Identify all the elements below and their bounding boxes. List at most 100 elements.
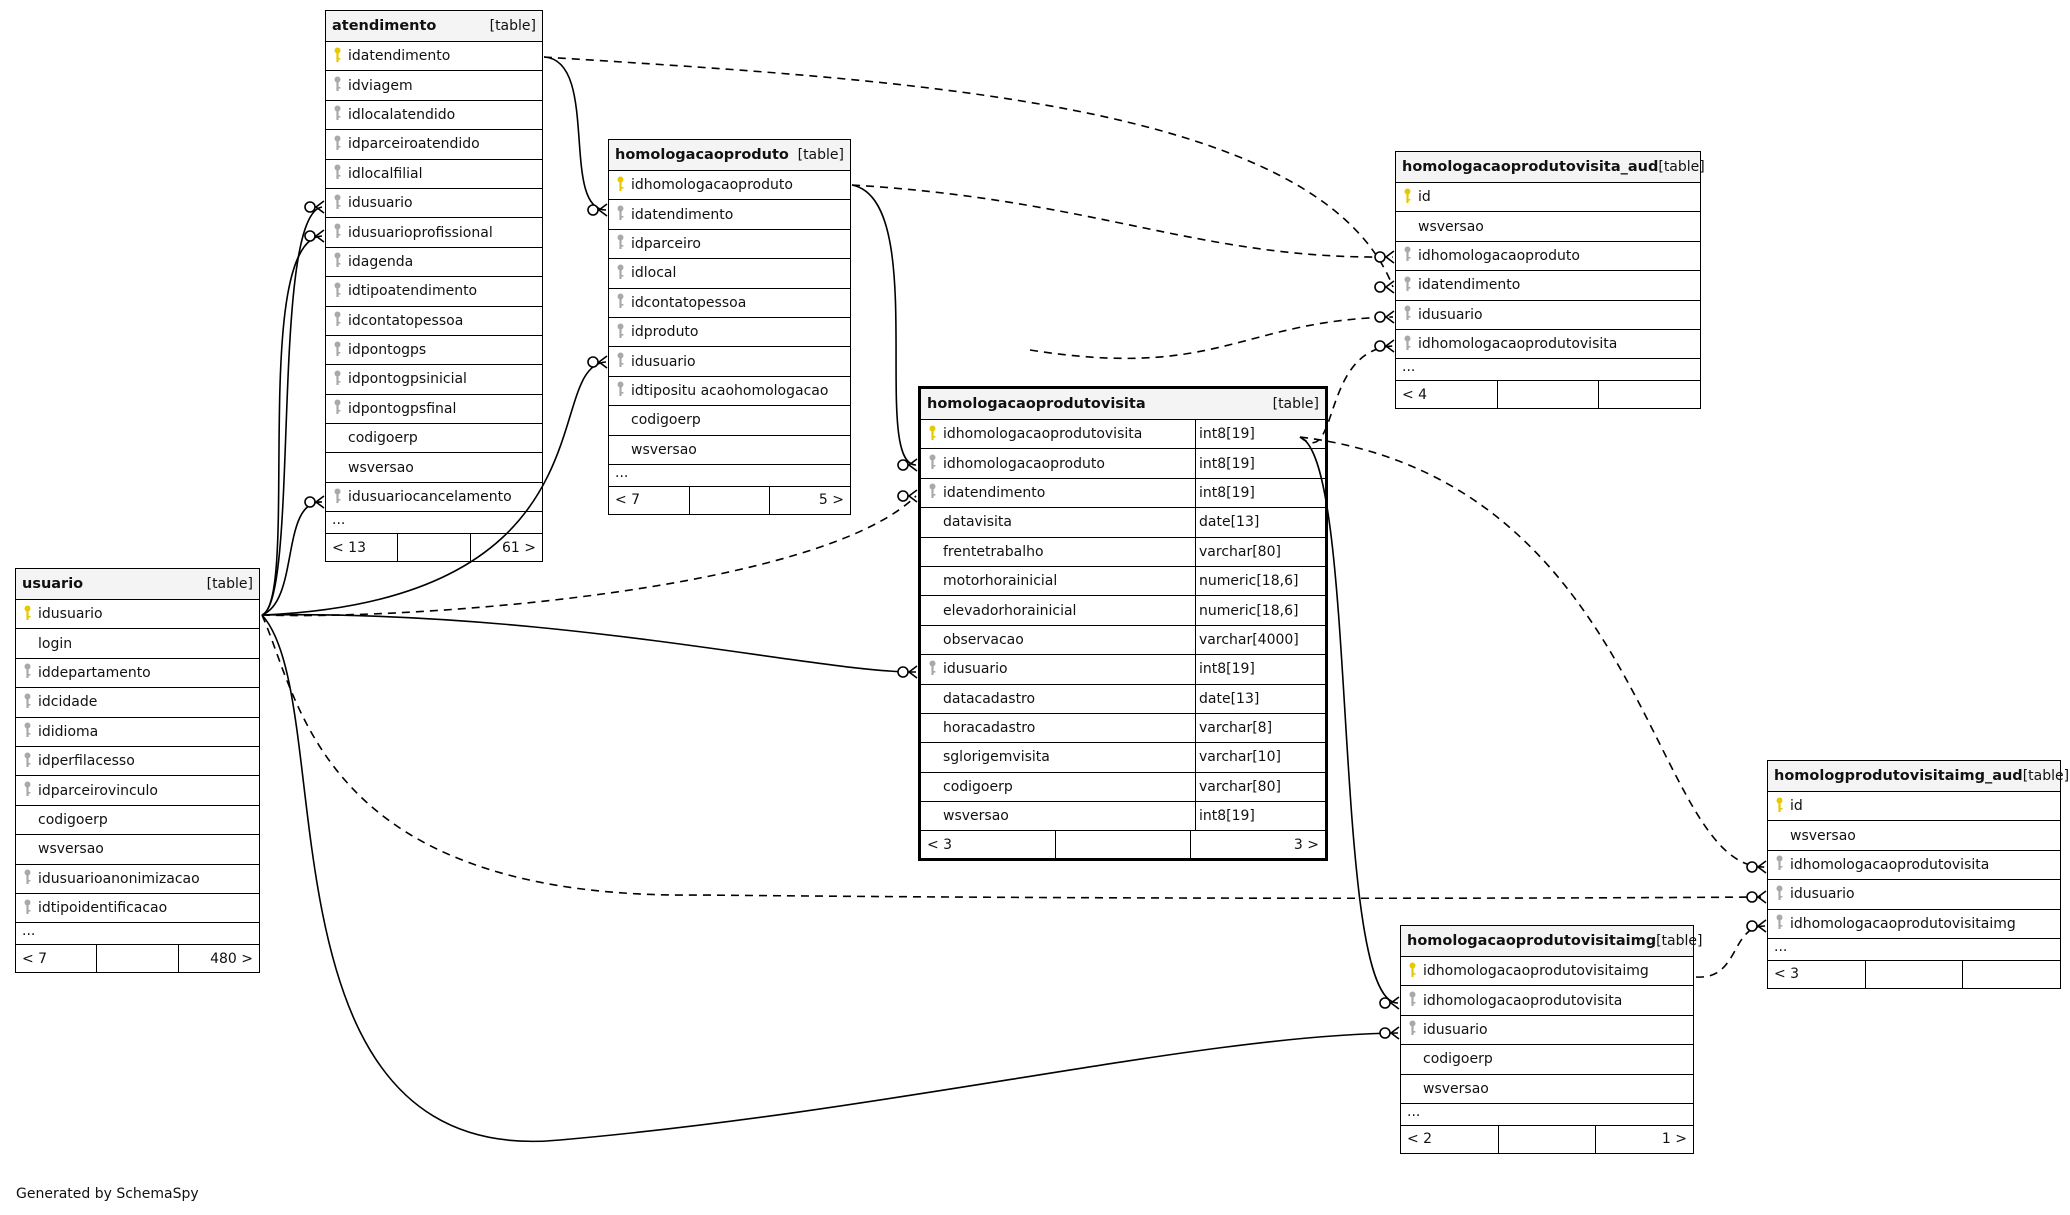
table-name: homologacaoproduto — [615, 147, 789, 163]
column-name: idhomologacaoprodutovisita — [1423, 992, 1623, 1009]
column-row: idatendimento int8[19] — [921, 478, 1325, 509]
column-row: iddepartamento — [16, 659, 259, 689]
column-row: idhomologacaoprodutovisitaimg — [1768, 910, 2060, 939]
column-row: wsversao — [1401, 1075, 1693, 1104]
column-row: idcidade — [16, 688, 259, 718]
parent-count[interactable]: < 3 — [1768, 960, 1866, 988]
table-footer: < 4 — [1396, 381, 1700, 409]
table-homologacaoprodutovisita[interactable]: homologacaoprodutovisita[table]idhomolog… — [918, 386, 1328, 862]
child-count[interactable]: 3 > — [1293, 836, 1319, 853]
column-name: wsversao — [1790, 827, 1856, 844]
column-type: int8[19] — [1195, 655, 1325, 684]
column-type: int8[19] — [1195, 478, 1325, 508]
column-name: idpontogpsfinal — [348, 400, 457, 417]
more-columns-ellipsis: ... — [609, 465, 850, 487]
table-name: usuario — [22, 576, 84, 592]
parent-count[interactable]: < 7 — [16, 945, 98, 973]
table-homologacaoproduto[interactable]: homologacaoproduto[table]idhomologacaopr… — [608, 139, 851, 515]
column-name: idlocalfilial — [348, 165, 423, 182]
column-name: idperfilacesso — [38, 753, 135, 770]
foreign-key-icon — [921, 454, 943, 473]
generated-by-label: Generated by SchemaSpy — [16, 1186, 199, 1202]
column-row: ididioma — [16, 718, 259, 747]
row-count-cell — [1866, 960, 1964, 988]
child-count[interactable] — [1963, 961, 2060, 988]
column-row: idatendimento — [326, 42, 542, 72]
column-name: idatendimento — [631, 206, 734, 223]
column-name: codigoerp — [348, 430, 418, 447]
column-row: idlocalatendido — [326, 101, 542, 131]
foreign-key-icon — [1768, 885, 1790, 904]
foreign-key-icon — [609, 205, 631, 224]
table-type-label: [table] — [489, 18, 536, 34]
column-name: idviagem — [348, 77, 413, 94]
column-name: sglorigemvisita — [943, 749, 1050, 766]
column-row: idhomologacaoprodutovisita — [1768, 851, 2060, 881]
parent-count[interactable]: < 4 — [1396, 381, 1498, 409]
column-name: codigoerp — [943, 778, 1013, 795]
column-name: idatendimento — [943, 484, 1046, 501]
foreign-key-icon — [326, 399, 348, 418]
column-name: idusuario — [1790, 886, 1855, 903]
parent-count[interactable]: < 2 — [1401, 1125, 1499, 1153]
column-name: idtipoidentificacao — [38, 900, 168, 917]
parent-count[interactable]: < 3 — [921, 831, 1056, 859]
child-count[interactable]: 480 > — [210, 950, 253, 967]
column-name: id — [1790, 798, 1803, 815]
column-name: idpontogpsinicial — [348, 371, 467, 388]
column-name: idhomologacaoproduto — [943, 455, 1105, 472]
column-row: idhomologacaoproduto — [1396, 242, 1700, 272]
column-name: idparceiro — [631, 235, 701, 252]
child-count[interactable]: 1 > — [1661, 1131, 1688, 1148]
parent-count[interactable]: < 7 — [609, 486, 690, 514]
column-row: wsversao — [609, 436, 850, 465]
table-homologacaoprodutovisitaimg[interactable]: homologacaoprodutovisitaimg[table]idhomo… — [1400, 925, 1702, 1154]
column-name: idusuario — [943, 661, 1008, 678]
column-name: idusuario — [631, 353, 696, 370]
foreign-key-icon — [1396, 246, 1418, 265]
foreign-key-icon — [16, 752, 38, 771]
foreign-key-icon — [16, 693, 38, 712]
foreign-key-icon — [1768, 914, 1790, 933]
child-count[interactable]: 5 > — [818, 492, 845, 509]
column-name: codigoerp — [38, 811, 108, 828]
foreign-key-icon — [326, 282, 348, 301]
child-count[interactable]: 61 > — [501, 539, 536, 556]
row-count-cell — [1056, 831, 1191, 859]
column-name: motorhorainicial — [943, 573, 1058, 590]
column-row: idhomologacaoproduto — [609, 171, 850, 201]
foreign-key-icon — [609, 264, 631, 283]
child-count[interactable] — [1599, 381, 1700, 408]
column-type: varchar[4000] — [1195, 625, 1325, 655]
foreign-key-icon — [326, 252, 348, 271]
column-type: int8[19] — [1195, 802, 1325, 831]
column-name: idusuario — [1423, 1021, 1488, 1038]
column-row: wsversao — [1396, 212, 1700, 242]
column-row: codigoerp — [326, 424, 542, 454]
table-footer: < 3 — [1768, 960, 2060, 988]
column-name: idparceiroatendido — [348, 136, 480, 153]
primary-key-icon — [921, 425, 943, 444]
foreign-key-icon — [921, 483, 943, 502]
parent-count[interactable]: < 13 — [326, 534, 399, 562]
column-row: codigoerp — [16, 806, 259, 836]
column-name: idcontatopessoa — [348, 312, 464, 329]
column-name: idlocalatendido — [348, 106, 456, 123]
column-name: idhomologacaoprodutovisitaimg — [1423, 963, 1649, 980]
foreign-key-icon — [1401, 991, 1423, 1010]
foreign-key-icon — [326, 135, 348, 154]
column-row: idparceiro — [609, 230, 850, 260]
column-row: idusuario — [1396, 301, 1700, 330]
column-row: idparceiroatendido — [326, 130, 542, 160]
column-type: varchar[10] — [1195, 743, 1325, 772]
primary-key-icon — [609, 176, 631, 195]
table-header: homologacaoprodutovisita_aud[table] — [1396, 152, 1705, 183]
foreign-key-icon — [609, 381, 631, 400]
